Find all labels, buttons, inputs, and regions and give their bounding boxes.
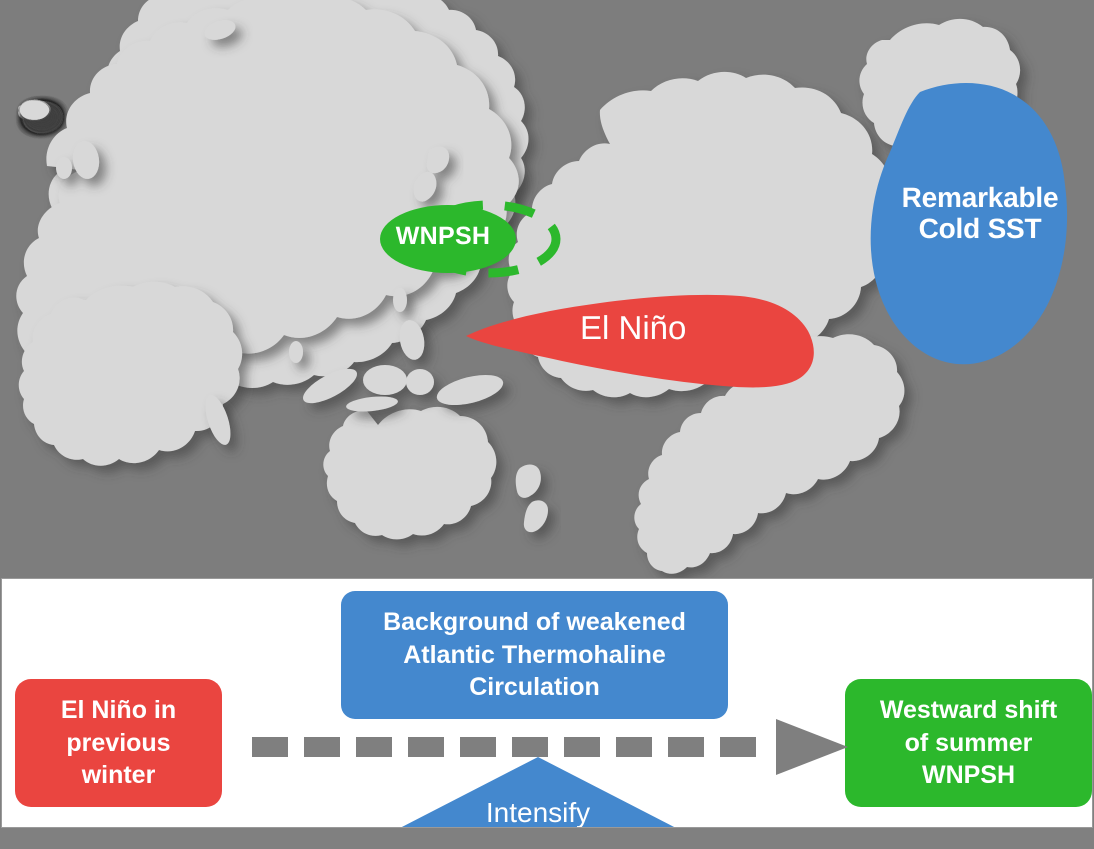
new-zealand-south-body: [523, 500, 548, 533]
japan-north-body: [426, 146, 450, 174]
arrow-dashes: [252, 737, 756, 757]
flow-box-el-nino-winter: El Niño in previous winter: [15, 679, 222, 807]
intensify-triangle: [401, 757, 675, 827]
africa-body: [18, 281, 243, 466]
island-svalbard: [204, 20, 236, 40]
island-sri-lanka: [289, 341, 303, 363]
island-ireland: [56, 157, 72, 179]
island-borneo: [363, 365, 407, 395]
landmass-japan-group: [413, 146, 450, 202]
island-philippines: [399, 320, 425, 360]
intensify-arrow: Intensify: [398, 757, 678, 827]
landmass-africa-group: [18, 281, 243, 466]
arrow-head: [776, 719, 848, 775]
japan-body: [413, 171, 437, 202]
mad-iceland: [20, 100, 50, 120]
cold-sst-blob: [870, 82, 1068, 365]
landmass-australia-group: [323, 406, 497, 540]
island-sumatra: [303, 368, 357, 404]
landmass-new-zealand-group: [515, 464, 548, 533]
flow-box-amoc: Background of weakened Atlantic Thermoha…: [341, 591, 728, 719]
flow-dashed-arrow: [252, 719, 848, 775]
island-sulawesi: [406, 369, 434, 395]
landmass-south-america-group: [634, 334, 905, 574]
landmass-eurasia-group: [16, 0, 519, 370]
south-america-body: [634, 334, 905, 574]
wnpsh-ellipse: [380, 205, 516, 273]
australia-body: [323, 406, 497, 540]
island-madagascar: [205, 395, 231, 445]
world-map-panel: Remarkable Cold SST El Niño WNPSH: [16, 0, 1068, 574]
triangle-shape: [401, 757, 675, 827]
flow-box-westward-shift: Westward shift of summer WNPSH: [845, 679, 1092, 807]
island-taiwan: [393, 288, 407, 312]
island-uk: [72, 141, 100, 179]
map-actual-display: [20, 100, 50, 120]
eurasia-body: [16, 0, 519, 370]
el-nino-blob: [466, 294, 814, 388]
new-zealand-body: [515, 464, 541, 498]
mechanism-flow-panel: El Niño in previous winter Background of…: [1, 578, 1093, 828]
island-new-guinea: [436, 374, 504, 406]
world-map-graphic: [16, 0, 1068, 574]
island-java: [346, 396, 398, 412]
